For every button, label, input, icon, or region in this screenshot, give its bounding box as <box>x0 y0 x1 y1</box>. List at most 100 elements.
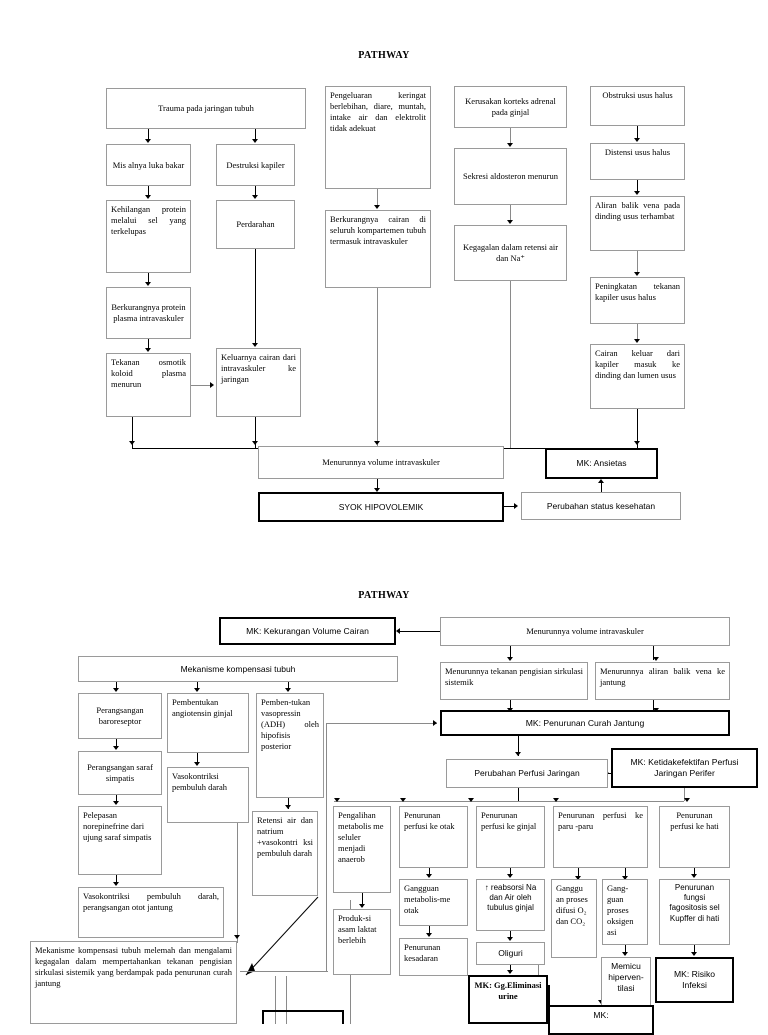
node-label: Aliran balik vena pada dinding usus terh… <box>595 200 680 221</box>
node-gangguan-proses-difusi: Ganggu an proses difusi O₂ dan CO₂ <box>551 879 597 958</box>
node-menurunnya-volume-intravaskuler-1: Menurunnya volume intravaskuler <box>258 446 504 479</box>
node-cairan-keluar-kapiler: Cairan keluar dari kapiler masuk ke dind… <box>590 344 685 409</box>
node-label: Penurunan kesadaran <box>404 942 441 963</box>
node-label: Kerusakan korteks adrenal pada ginjal <box>465 96 556 117</box>
node-label: Perubahan status kesehatan <box>546 500 656 511</box>
node-pembentukan-vasopressin-adh: Pemben-tukan vasopressin (ADH) oleh hipo… <box>256 693 324 798</box>
node-mk-risiko-infeksi: MK: Risiko Infeksi <box>655 957 734 1003</box>
node-label: Pengeluaran keringat berlebihan, diare, … <box>330 90 426 133</box>
node-label: MK: Ketidakefektifan Perfusi Jaringan Pe… <box>630 757 739 778</box>
node-pembentukan-angiotensin-ginjal: Pembentukan angiotensin ginjal <box>167 693 249 753</box>
node-label: Distensi usus halus <box>604 147 671 157</box>
node-perdarahan: Perdarahan <box>216 200 295 249</box>
node-perangsangan-saraf-simpatis: Perangsangan saraf simpatis <box>78 751 162 795</box>
node-memicu-hiperventilasi: Memicu hiperven-tilasi <box>601 957 651 1009</box>
node-perubahan-perfusi-jaringan: Perubahan Perfusi Jaringan <box>446 759 608 788</box>
node-label: Tekanan osmotik koloid plasma menurun <box>111 357 186 389</box>
node-label: Berkurangnya protein plasma intravaskule… <box>111 302 186 323</box>
node-label: Berkurangnya cairan di seluruh kompartem… <box>330 214 426 246</box>
node-pelepasan-norepinefrine: Pelepasan norepinefrine dari ujung saraf… <box>78 806 162 875</box>
node-label: MK: Risiko Infeksi <box>673 969 716 990</box>
node-label: Produk-si asam laktat berlebih <box>338 913 377 945</box>
node-label: Gangguan metabolis-me otak <box>404 883 451 915</box>
node-oliguri: Oliguri <box>476 942 545 965</box>
node-label: ↑ reabsorsi Na dan Air oleh tubulus ginj… <box>484 883 537 913</box>
node-label: Vasokontriksi pembuluh darah, perangsang… <box>83 891 219 912</box>
node-label: Menurunnya aliran balik vena ke jantung <box>600 666 725 687</box>
node-kehilangan-protein: Kehilangan protein melalui sel yang terk… <box>106 200 191 273</box>
node-label: Destruksi kapiler <box>226 159 285 170</box>
node-obstruksi-usus-halus: Obstruksi usus halus <box>590 86 685 126</box>
node-penurunan-perfusi-ginjal: Penurunan perfusi ke ginjal <box>476 806 545 868</box>
node-label: Peningkatan tekanan kapiler usus halus <box>595 281 680 302</box>
node-mk-kekurangan-volume-cairan: MK: Kekurangan Volume Cairan <box>219 617 396 645</box>
node-retensi-air-natrium: Retensi air dan natrium +vasokontri ksi … <box>252 811 318 896</box>
node-label: Perubahan Perfusi Jaringan <box>474 768 580 779</box>
node-label: Cairan keluar dari kapiler masuk ke dind… <box>595 348 680 380</box>
node-label: Kegagalan dalam retensi air dan Na⁺ <box>462 242 559 263</box>
node-menurunnya-volume-intravaskuler-2: Menurunnya volume intravaskuler <box>440 617 730 646</box>
node-label: Keluarnya cairan dari intravaskuler ke j… <box>221 352 296 384</box>
node-mekanisme-kompensasi-tubuh: Mekanisme kompensasi tubuh <box>78 656 398 682</box>
node-label: Retensi air dan natrium +vasokontri ksi … <box>257 815 313 858</box>
node-label: Gang-guan proses oksigen asi <box>607 883 634 937</box>
node-label: Penurunan perfusi ke otak <box>404 810 455 831</box>
node-label: Ganggu an proses difusi O₂ dan CO₂ <box>556 883 588 926</box>
node-misalnya-luka-bakar: Mis alnya luka bakar <box>106 144 191 186</box>
node-label: Kehilangan protein melalui sel yang terk… <box>111 204 186 236</box>
node-mk-partial-bottom: MK: <box>548 1005 654 1035</box>
node-mk-gg-eliminasi-urine: MK: Gg.Eliminasi urine <box>468 975 548 1024</box>
node-label: Menurunnya tekanan pengisian sirkulasi s… <box>445 666 583 687</box>
node-menurunnya-aliran-balik-vena: Menurunnya aliran balik vena ke jantung <box>595 662 730 700</box>
node-label: Pembentukan angiotensin ginjal <box>172 697 233 718</box>
node-distensi-usus-halus: Distensi usus halus <box>590 143 685 180</box>
node-mk-ketidakefektifan-perfusi: MK: Ketidakefektifan Perfusi Jaringan Pe… <box>611 748 758 788</box>
node-penurunan-perfusi-paru: Penurunan perfusi ke paru -paru <box>553 806 648 868</box>
node-produksi-asam-laktat: Produk-si asam laktat berlebih <box>333 909 391 975</box>
node-label: Obstruksi usus halus <box>602 90 673 100</box>
node-label: Penurunan fungsi fagositosis sel Kupffer… <box>669 883 720 923</box>
node-keluarnya-cairan: Keluarnya cairan dari intravaskuler ke j… <box>216 348 301 417</box>
node-aliran-balik-vena-usus: Aliran balik vena pada dinding usus terh… <box>590 196 685 251</box>
pathway-1-title: PATHWAY <box>358 50 410 61</box>
node-mk-ansietas: MK: Ansietas <box>545 448 658 479</box>
node-label: MK: <box>593 1010 609 1020</box>
connector-retensi-to-melemah <box>245 896 319 976</box>
node-penurunan-fagositosis-kupffer: Penurunan fungsi fagositosis sel Kupffer… <box>659 879 730 945</box>
node-label: Penurunan perfusi ke hati <box>670 810 719 831</box>
node-label: Memicu hiperven-tilasi <box>608 961 644 993</box>
node-penurunan-kesadaran: Penurunan kesadaran <box>399 938 468 976</box>
node-perangsangan-baroreseptor: Perangsangan baroreseptor <box>78 693 162 739</box>
node-label: MK: Penurunan Curah Jantung <box>525 717 645 728</box>
node-label: MK: Gg.Eliminasi urine <box>474 980 542 1001</box>
node-label: Perangsangan saraf simpatis <box>87 762 153 783</box>
node-syok-hipovolemik: SYOK HIPOVOLEMIK <box>258 492 504 522</box>
node-sekresi-aldosteron-menurun: Sekresi aldosteron menurun <box>454 148 567 205</box>
node-kerusakan-korteks-adrenal: Kerusakan korteks adrenal pada ginjal <box>454 86 567 128</box>
node-peningkatan-tekanan-kapiler: Peningkatan tekanan kapiler usus halus <box>590 277 685 324</box>
node-berkurangnya-protein-plasma: Berkurangnya protein plasma intravaskule… <box>106 287 191 339</box>
node-penurunan-perfusi-hati: Penurunan perfusi ke hati <box>659 806 730 868</box>
node-label: Mekanisme kompensasi tubuh melemah dan m… <box>35 945 232 988</box>
node-label: Oliguri <box>498 948 523 959</box>
node-label: MK: Ansietas <box>576 458 627 468</box>
node-label: Sekresi aldosteron menurun <box>463 171 558 182</box>
node-label: Pengalihan metabolis me seluler menjadi … <box>338 810 384 864</box>
node-label: Vasokontriksi pembuluh darah <box>172 771 227 792</box>
node-kegagalan-retensi-air-na: Kegagalan dalam retensi air dan Na⁺ <box>454 225 567 281</box>
node-label: Menurunnya volume intravaskuler <box>322 457 440 468</box>
node-mekanisme-kompensasi-melemah: Mekanisme kompensasi tubuh melemah dan m… <box>30 941 237 1024</box>
node-penurunan-perfusi-otak: Penurunan perfusi ke otak <box>399 806 468 868</box>
node-label: Mekanisme kompensasi tubuh <box>180 663 296 674</box>
node-label: Penurunan perfusi ke ginjal <box>481 810 537 831</box>
node-trauma-jaringan-tubuh: Trauma pada jaringan tubuh <box>106 88 306 129</box>
node-gangguan-metabolisme-otak: Gangguan metabolis-me otak <box>399 879 468 926</box>
node-label: Trauma pada jaringan tubuh <box>158 103 254 114</box>
node-label: MK: Kekurangan Volume Cairan <box>246 625 369 636</box>
node-pengeluaran-keringat: Pengeluaran keringat berlebihan, diare, … <box>325 86 431 189</box>
node-perubahan-status-kesehatan: Perubahan status kesehatan <box>521 492 681 520</box>
node-label: Penurunan perfusi ke paru -paru <box>558 810 643 831</box>
node-pengalihan-metabolisme-anaerob: Pengalihan metabolis me seluler menjadi … <box>333 806 391 893</box>
node-berkurangnya-cairan-kompartemen: Berkurangnya cairan di seluruh kompartem… <box>325 210 431 288</box>
